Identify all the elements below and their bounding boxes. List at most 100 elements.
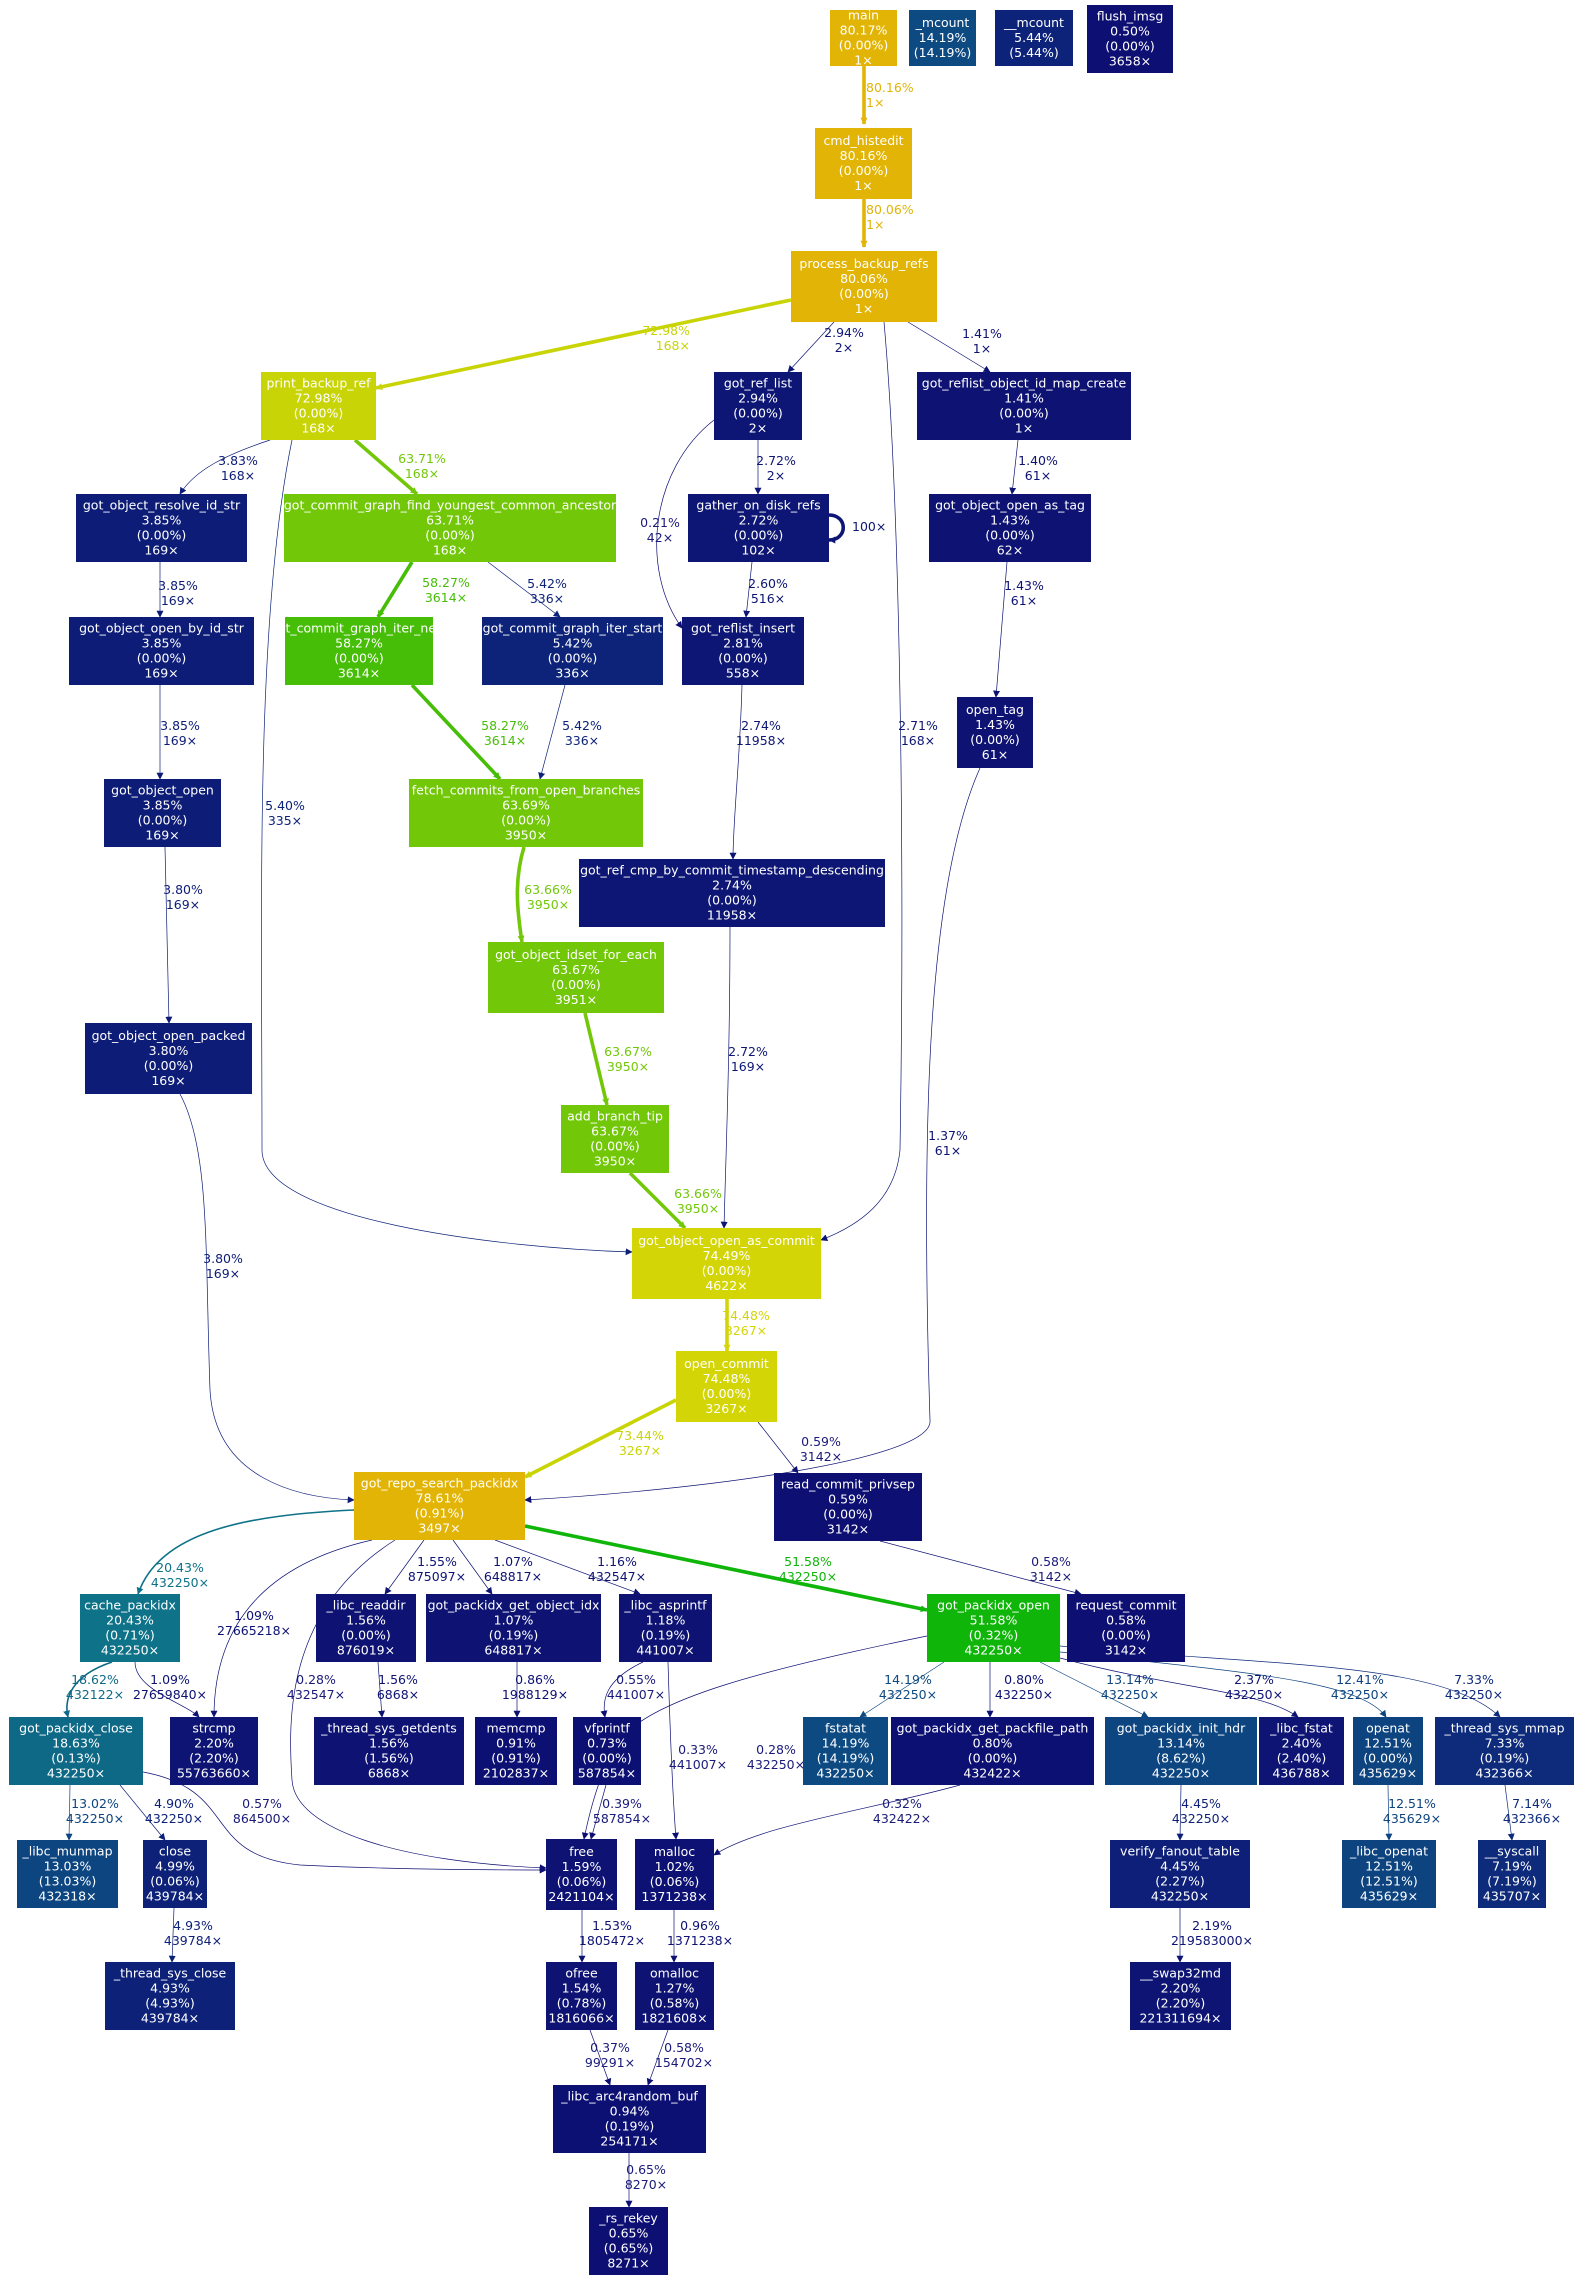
node-got-object-resolve-id-str[interactable]: got_object_resolve_id_str3.85%(0.00%)169… [76, 494, 247, 562]
node-fetch-commits-from-open-branches[interactable]: fetch_commits_from_open_branches63.69%(0… [409, 779, 643, 847]
edge-path [667, 1661, 680, 1840]
node-got-object-idset-for-each[interactable]: got_object_idset_for_each63.67%(0.00%)39… [488, 942, 664, 1013]
edge-label: 4.90%432250× [145, 1796, 203, 1826]
node-stat: 0.50% [1110, 24, 1150, 39]
node-stat: 1.27% [655, 1981, 695, 1996]
edge-percent: 63.66% [524, 882, 572, 897]
node-stat: 74.49% [703, 1248, 751, 1263]
node-got-packidx-get-packfile-path[interactable]: got_packidx_get_packfile_path0.80%(0.00%… [891, 1717, 1094, 1785]
edge-label: 0.80%432250× [995, 1672, 1053, 1702]
node-got-commit-graph-iter-start[interactable]: got_commit_graph_iter_start5.42%(0.00%)3… [482, 617, 663, 685]
edge-path [376, 561, 414, 618]
node-stat: 1× [854, 178, 872, 193]
edge-label: 1.43%61× [1004, 578, 1044, 608]
node-function-name: close [159, 1844, 192, 1859]
node-function-name: free [569, 1844, 594, 1859]
edge-calls: 61× [1011, 593, 1037, 608]
edge-got_repo_search_packidx-to-libc_readdir: 1.55%875097× [384, 1539, 466, 1595]
node-got-ref-cmp-by-commit-timestamp-descending[interactable]: got_ref_cmp_by_commit_timestamp_descendi… [579, 859, 885, 927]
node-stat: 3951× [555, 992, 597, 1007]
node-got-object-open-by-id-str[interactable]: got_object_open_by_id_str3.85%(0.00%)169… [69, 617, 254, 685]
node-stat: (0.00%) [1101, 1628, 1150, 1643]
node-stat: 169× [145, 828, 179, 843]
edge-percent: 2.71% [898, 718, 938, 733]
edge-percent: 3.80% [163, 882, 203, 897]
edge-calls: 2× [835, 340, 853, 355]
node-got-commit-graph-find-youngest-common-ancestor[interactable]: got_commit_graph_find_youngest_common_an… [284, 494, 617, 562]
edge-label: 2.37%432250× [1225, 1672, 1283, 1702]
node-stat: 3614× [338, 666, 380, 681]
edge-calls: 3142× [800, 1449, 842, 1464]
edge-percent: 7.33% [1454, 1672, 1494, 1687]
edge-calls: 3950× [527, 897, 569, 912]
edge-path [168, 1907, 176, 1963]
node-stat: 74.48% [703, 1371, 751, 1386]
node-stat: 2.20% [1161, 1981, 1201, 1996]
edge-percent: 2.19% [1192, 1918, 1232, 1933]
node-function-name: got_ref_cmp_by_commit_timestamp_descendi… [580, 863, 884, 878]
edge-got_repo_search_packidx-to-libc_asprintf: 1.16%432547× [494, 1539, 646, 1596]
node-stat: 432366× [1475, 1766, 1533, 1781]
node-got-packidx-get-object-idx[interactable]: got_packidx_get_object_idx1.07%(0.19%)64… [426, 1594, 601, 1662]
node-got-commit-graph-iter-next[interactable]: got_commit_graph_iter_next58.27%(0.00%)3… [270, 617, 448, 685]
edge-percent: 0.86% [515, 1672, 555, 1687]
edge-label: 5.40%335× [265, 798, 305, 828]
edge-path [720, 926, 731, 1229]
edge-calls: 648817× [484, 1569, 542, 1584]
node-stat: 587854× [578, 1766, 636, 1781]
node-got-reflist-object-id-map-create[interactable]: got_reflist_object_id_map_create1.41%(0.… [917, 372, 1131, 440]
node-got-object-open-as-commit[interactable]: got_object_open_as_commit74.49%(0.00%)46… [632, 1228, 821, 1299]
node-stat: (0.58%) [650, 1996, 699, 2011]
node-got-repo-search-packidx[interactable]: got_repo_search_packidx78.61%(0.91%)3497… [354, 1472, 525, 1540]
node-stat: 7.33% [1485, 1736, 1525, 1751]
edge-print_backup_ref-to-got_object_open_as_commit: 5.40%335× [261, 439, 633, 1256]
node-stat: 55763660× [177, 1766, 251, 1781]
node-box [830, 10, 897, 66]
